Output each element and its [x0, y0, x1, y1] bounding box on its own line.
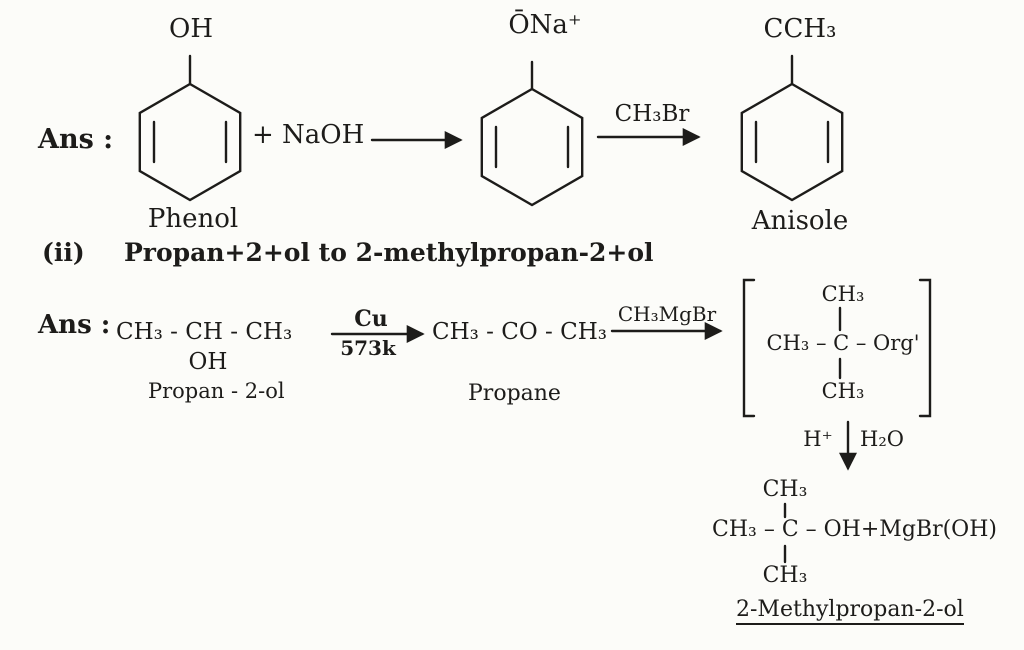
intermediate-caption: Propane: [468, 381, 561, 406]
product-top-ch3: CH₃: [762, 477, 808, 502]
answer-label-1: Ans :: [38, 124, 114, 155]
anisole-substituent-och3: CCH₃: [763, 14, 837, 44]
arrow4-reagent-ch3mgbr: CH₃MgBr: [617, 302, 717, 326]
reactant-caption: Propan - 2-ol: [148, 379, 285, 403]
intermediate-formula: CH₃ - CO - CH₃: [432, 319, 607, 345]
adduct-mid-formula: CH₃ – C – Org': [766, 331, 920, 355]
product-caption: 2-Methylpropan-2-ol: [736, 598, 964, 626]
adduct-bottom-ch3: CH₃: [821, 379, 865, 403]
adduct-top-ch3: CH₃: [821, 282, 865, 306]
workup-h2o: H₂O: [860, 427, 904, 451]
answer-label-2: Ans :: [38, 310, 111, 340]
workup-h-plus: H⁺: [803, 427, 833, 451]
product-bottom-ch3: CH₃: [762, 563, 808, 588]
arrow3-condition-top: Cu: [354, 306, 388, 332]
product-mid-formula: CH₃ – C – OH+MgBr(OH): [712, 517, 997, 542]
bracket-right: [918, 278, 932, 418]
benzene-ring-phenoxide: [480, 60, 584, 207]
bracket-left: [742, 278, 756, 418]
heading-text: Propan+2+ol to 2-methylpropan-2+ol: [124, 238, 654, 267]
benzene-ring-anisole: [740, 54, 844, 202]
arrow3-condition-bottom: 573k: [340, 336, 396, 360]
reactant-oh-group: OH: [188, 349, 228, 375]
plus-naoh-reagent: + NaOH: [252, 120, 365, 150]
phenol-substituent-oh: OH: [169, 14, 213, 44]
anisole-caption: Anisole: [751, 206, 849, 236]
heading-number: (ii): [42, 238, 85, 267]
arrow2-reagent-ch3br: CH₃Br: [614, 101, 690, 127]
phenoxide-substituent-ona: ŌNa⁺: [508, 10, 582, 40]
benzene-ring-phenol: [138, 54, 242, 202]
reactant-formula: CH₃ - CH - CH₃: [116, 319, 293, 345]
phenol-caption: Phenol: [147, 204, 239, 234]
